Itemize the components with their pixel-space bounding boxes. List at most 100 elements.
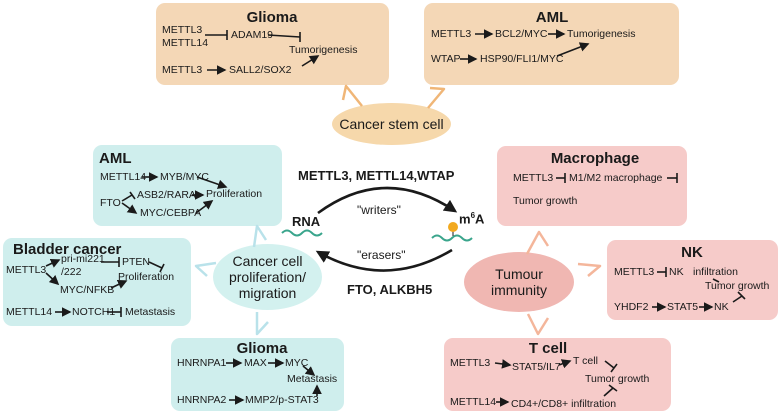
glioma-top-mettl3-b: METTL3 xyxy=(162,64,203,76)
glioma-bottom-max: MAX xyxy=(244,357,267,369)
myc-to-metastasis xyxy=(302,365,316,377)
pointer-to-tcell xyxy=(526,313,550,336)
nk-panel xyxy=(607,240,778,320)
cancer-stem-cell-node: Cancer stem cell xyxy=(332,103,451,145)
aml-left-proliferation: Proliferation xyxy=(206,188,263,200)
writers-enzymes: METTL3, METTL14,WTAP xyxy=(298,168,455,183)
tcell-tcell: T cell xyxy=(573,355,598,367)
inhibit-bar xyxy=(129,191,136,200)
bladder-myc-nfkb: MYC/NFKB xyxy=(60,284,115,296)
bladder-notch1: NOTCH1 xyxy=(72,306,116,318)
bladder-pri-mi221: pri-mi221 xyxy=(61,253,105,265)
proliferation-label-3: migration xyxy=(238,285,297,301)
nk-infiltration-inhibit-tumor xyxy=(712,278,720,283)
mettl3-to-stat5-il7 xyxy=(494,359,512,369)
glioma-bottom-mmp2: MMP2/p-STAT3 xyxy=(245,394,319,406)
inhibit-bar xyxy=(608,384,618,392)
tcell-title: T cell xyxy=(528,340,568,357)
inhibit-bar xyxy=(159,263,165,273)
tcell-mettl14: METTL14 xyxy=(450,396,497,408)
aml-top-bcl2: BCL2/MYC xyxy=(495,28,548,40)
nk-stat5: STAT5 xyxy=(667,301,699,313)
m6a-strand-icon xyxy=(431,234,473,242)
glioma-bottom-title: Glioma xyxy=(236,340,288,357)
aml-left-fto: FTO xyxy=(100,197,121,209)
nk-yhdf2: YHDF2 xyxy=(614,301,649,313)
aml-left-myb: MYB/MYC xyxy=(160,171,210,183)
pointer-to-nk xyxy=(577,262,602,277)
bladder-panel xyxy=(3,238,191,326)
inhibit-bar xyxy=(610,363,618,373)
aml-left-title: AML xyxy=(99,150,132,167)
fto-inhibit-asb2 xyxy=(121,194,133,202)
nk-title: NK xyxy=(681,244,703,261)
writers-arrow xyxy=(317,186,458,215)
m6a-label: m6A xyxy=(459,211,484,226)
glioma-top-mettl14: METTL14 xyxy=(162,37,209,49)
aml-top-mettl3: METTL3 xyxy=(431,28,472,40)
glioma-top-sall2: SALL2/SOX2 xyxy=(229,64,292,76)
aml-top-title: AML xyxy=(535,9,569,26)
glioma-bottom-hnrnpa1: HNRNPA1 xyxy=(177,357,227,369)
pointer-to-aml-top xyxy=(427,86,446,109)
macrophage-tumor-growth: Tumor growth xyxy=(513,195,578,207)
myc-nfkb-to-proliferation xyxy=(110,280,128,289)
proliferation-node: Cancer cell proliferation/ migration xyxy=(213,244,322,310)
m6a-dot-icon xyxy=(448,222,458,232)
nk-inhibit-tumor-growth xyxy=(732,295,743,303)
erasers-arrow xyxy=(315,248,453,272)
tcell-tumor-growth: Tumor growth xyxy=(585,373,650,385)
nk-infiltration: infiltration xyxy=(693,266,738,278)
glioma-bottom-hnrnpa2: HNRNPA2 xyxy=(177,394,227,406)
bladder-mettl3: METTL3 xyxy=(6,264,47,276)
mettl3-to-myc-nfkb xyxy=(45,272,60,286)
pointer-to-glioma-bottom xyxy=(255,312,269,336)
glioma-top-title: Glioma xyxy=(246,9,298,26)
tumour-immunity-node: Tumour immunity xyxy=(464,252,574,312)
bladder-proliferation: Proliferation xyxy=(118,271,175,283)
glioma-bottom-metastasis: Metastasis xyxy=(287,373,338,385)
aml-top-panel xyxy=(424,3,679,85)
aml-top-tumorigenesis: Tumorigenesis xyxy=(567,28,636,40)
tumour-label-2: immunity xyxy=(490,282,547,298)
glioma-top-adam19: ADAM19 xyxy=(231,29,274,41)
cebpa-to-proliferation xyxy=(195,200,214,214)
bladder-mettl14: METTL14 xyxy=(6,306,53,318)
pointer-to-glioma-top xyxy=(341,84,363,107)
stat5-il7-to-tcell xyxy=(558,359,572,369)
cd4-inhibit-tumor-growth xyxy=(603,387,614,397)
erasers-enzymes: FTO, ALKBH5 xyxy=(347,282,433,297)
glioma-top-panel xyxy=(156,3,389,85)
macrophage-m1m2: M1/M2 macrophage xyxy=(569,172,663,184)
glioma-top-mettl3: METTL3 xyxy=(162,24,203,36)
m6a-six: 6 xyxy=(470,211,476,220)
nk-tumor-growth: Tumor growth xyxy=(705,280,770,292)
erasers-label: "erasers" xyxy=(357,248,406,262)
bladder-pten: PTEN xyxy=(122,256,151,268)
aml-left-mettl14: METTL14 xyxy=(100,171,147,183)
myb-to-proliferation xyxy=(196,176,228,189)
tumour-label-1: Tumour xyxy=(495,266,543,282)
glioma-top-tumorigenesis: Tumorigenesis xyxy=(289,44,358,56)
cancer-stem-cell-label: Cancer stem cell xyxy=(339,116,444,132)
macrophage-title: Macrophage xyxy=(550,150,640,167)
macrophage-panel xyxy=(497,146,687,226)
bladder-222: /222 xyxy=(61,266,82,278)
tcell-cd4: CD4+/CD8+ infiltration xyxy=(511,398,617,410)
proliferation-label-2: proliferation/ xyxy=(228,269,307,285)
pointer-to-bladder xyxy=(194,261,217,277)
tcell-mettl3: METTL3 xyxy=(450,357,491,369)
glioma-bottom-myc: MYC xyxy=(285,357,309,369)
nk-nk2: NK xyxy=(714,301,729,313)
inhibit-bar xyxy=(737,291,746,300)
rna-label: RNA xyxy=(292,214,321,229)
aml-top-wtap: WTAP xyxy=(431,53,461,65)
aml-left-panel xyxy=(93,145,282,226)
rna-strand-icon xyxy=(281,229,323,237)
tcell-panel xyxy=(444,338,671,411)
m6a-m: m xyxy=(459,211,471,227)
proliferation-label-1: Cancer cell xyxy=(232,253,303,269)
bladder-title: Bladder cancer xyxy=(13,241,122,258)
nk-mettl3: METTL3 xyxy=(614,266,655,278)
